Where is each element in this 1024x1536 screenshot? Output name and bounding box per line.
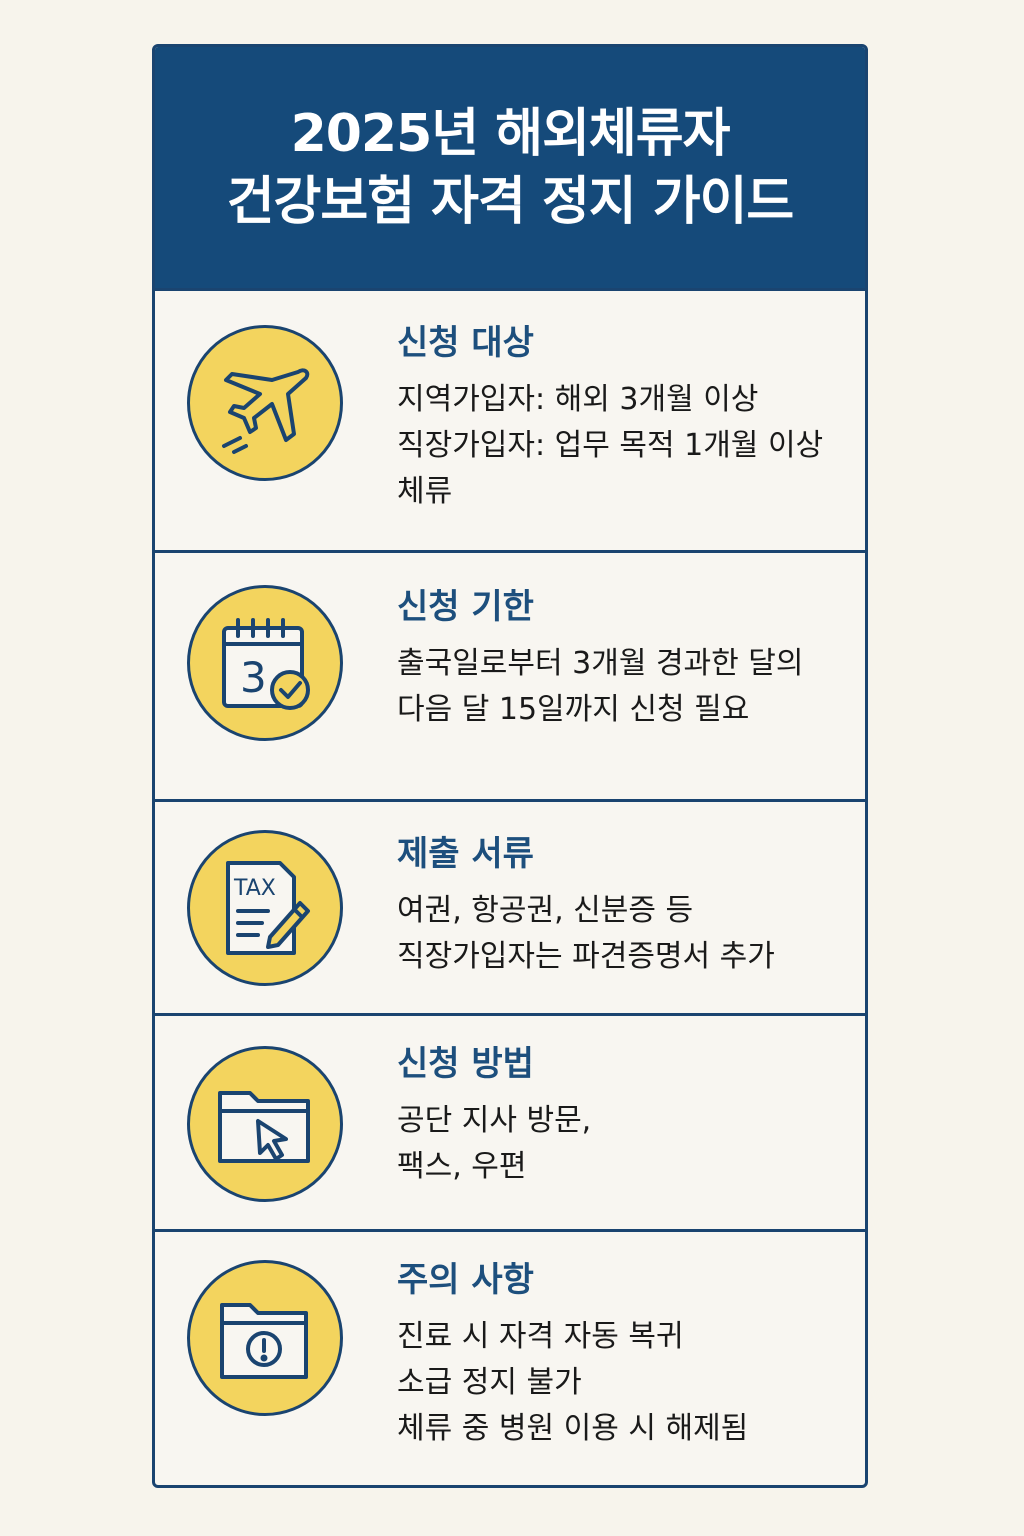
header: 2025년 해외체류자 건강보험 자격 정지 가이드 [155,47,865,291]
section-deadline: 3 신청 기한 출국일로부터 3개월 경과한 달의 다음 달 15일까지 신청 … [155,553,865,802]
section-title: 신청 방법 [397,1044,534,1084]
section-text: 신청 대상 지역가입자: 해외 3개월 이상 직장가입자: 업무 목적 1개월 … [397,321,853,515]
section-target: 신청 대상 지역가입자: 해외 3개월 이상 직장가입자: 업무 목적 1개월 … [155,291,865,553]
section-title: 주의 사항 [397,1260,534,1300]
folder-cursor-icon [187,1046,343,1202]
section-text: 제출 서류 여권, 항공권, 신분증 등 직장가입자는 파견증명서 추가 [397,832,853,980]
section-caution: 주의 사항 진료 시 자격 자동 복귀 소급 정지 불가 체류 중 병원 이용 … [155,1232,865,1485]
section-method: 신청 방법 공단 지사 방문, 팩스, 우편 [155,1016,865,1232]
airplane-icon [187,325,343,481]
calendar-check-icon: 3 [187,585,343,741]
guide-card: 2025년 해외체류자 건강보험 자격 정지 가이드 신청 대상 지역가입자: … [152,44,868,1488]
page-title-line-1: 2025년 해외체류자 [290,103,731,164]
section-text: 주의 사항 진료 시 자격 자동 복귀 소급 정지 불가 체류 중 병원 이용 … [397,1258,853,1452]
section-line: 여권, 항공권, 신분증 등 [397,893,694,928]
section-line: 지역가입자: 해외 3개월 이상 [397,382,759,417]
section-line: 다음 달 15일까지 신청 필요 [397,692,750,727]
tax-label: TAX [233,876,276,901]
calendar-day-number: 3 [240,653,267,702]
section-text: 신청 기한 출국일로부터 3개월 경과한 달의 다음 달 15일까지 신청 필요 [397,585,853,733]
section-line: 출국일로부터 3개월 경과한 달의 [397,646,804,681]
section-title: 신청 대상 [397,323,534,363]
section-line: 직장가입자: 업무 목적 1개월 이상 [397,428,824,463]
section-line: 체류 [397,474,453,509]
section-title: 신청 기한 [397,587,534,627]
section-documents: TAX 제출 서류 여권, 항공권, 신분증 등 직장가입자는 파견증명서 추가 [155,802,865,1016]
section-line: 팩스, 우편 [397,1149,527,1184]
section-line: 진료 시 자격 자동 복귀 [397,1319,684,1354]
section-title: 제출 서류 [397,834,534,874]
section-line: 소급 정지 불가 [397,1365,582,1400]
section-line: 직장가입자는 파견증명서 추가 [397,939,775,974]
page-title-line-2: 건강보험 자격 정지 가이드 [226,171,795,232]
section-line: 공단 지사 방문, [397,1103,592,1138]
section-line: 체류 중 병원 이용 시 해제됨 [397,1411,749,1446]
tax-document-pen-icon: TAX [187,830,343,986]
section-text: 신청 방법 공단 지사 방문, 팩스, 우편 [397,1042,853,1190]
folder-alert-icon [187,1260,343,1416]
